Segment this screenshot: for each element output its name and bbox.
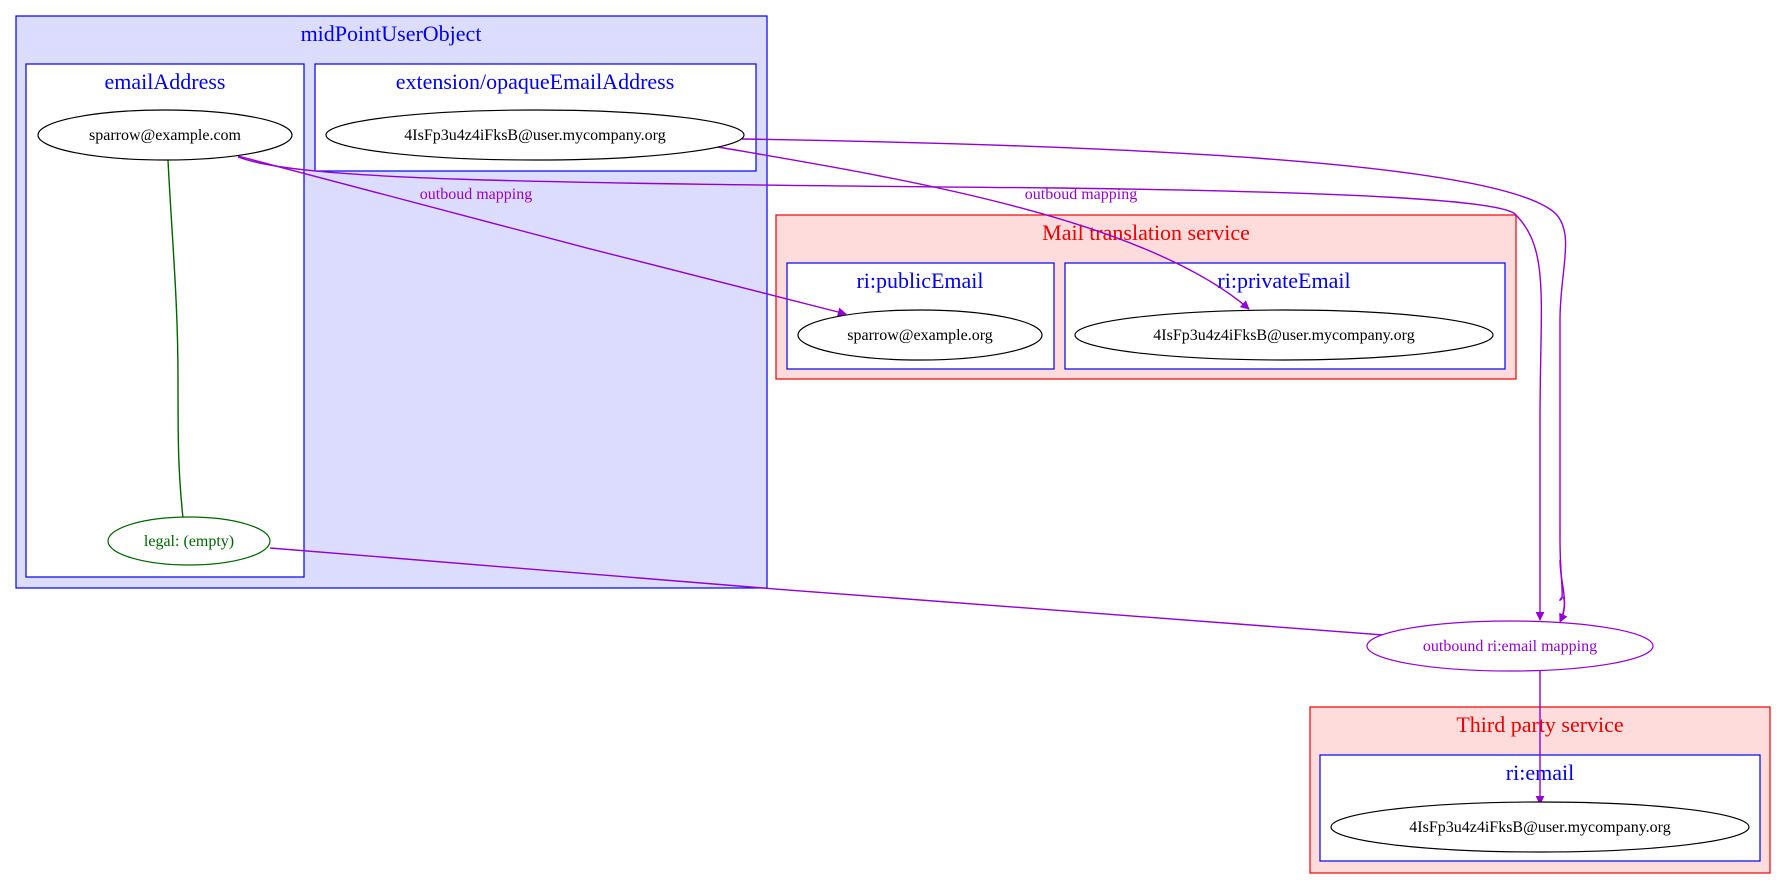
node-outbound-email-mapping: outbound ri:email mapping bbox=[1366, 620, 1654, 672]
node-label-private-email-value: 4IsFp3u4z4iFksB@user.mycompany.org bbox=[1153, 327, 1414, 344]
node-label-outbound-email-mapping: outbound ri:email mapping bbox=[1423, 638, 1597, 655]
node-label-third-party-email-value: 4IsFp3u4z4iFksB@user.mycompany.org bbox=[1409, 819, 1670, 836]
node-private-email-value: 4IsFp3u4z4iFksB@user.mycompany.org bbox=[1074, 309, 1494, 361]
node-label-sparrow-example-com: sparrow@example.com bbox=[89, 127, 242, 144]
edge-label-to-private-email: outboud mapping bbox=[1025, 186, 1137, 203]
edge-email-to-legal bbox=[167, 159, 184, 519]
edge-legal-to-outbound-mapping bbox=[269, 547, 1411, 641]
node-sparrow-example-com: sparrow@example.com bbox=[37, 109, 293, 161]
node-opaque-email-value: 4IsFp3u4z4iFksB@user.mycompany.org bbox=[325, 109, 745, 161]
cluster-title-opaque-email-address: extension/opaqueEmailAddress bbox=[396, 69, 675, 94]
edge-opaque-to-outbound-mapping bbox=[741, 138, 1567, 623]
cluster-title-email-address: emailAddress bbox=[105, 69, 226, 94]
cluster-title-private-email: ri:privateEmail bbox=[1217, 268, 1350, 293]
edge-opaque-to-outbound-mapping-head bbox=[1559, 559, 1568, 623]
node-label-sparrow-example-org: sparrow@example.org bbox=[847, 327, 993, 344]
cluster-title-midpoint-user-object: midPointUserObject bbox=[301, 21, 482, 46]
node-label-legal-empty: legal: (empty) bbox=[144, 533, 234, 550]
cluster-title-public-email: ri:publicEmail bbox=[856, 268, 983, 293]
node-third-party-email-value: 4IsFp3u4z4iFksB@user.mycompany.org bbox=[1330, 801, 1750, 853]
node-sparrow-example-org: sparrow@example.org bbox=[797, 309, 1043, 361]
edge-email-to-public-email bbox=[237, 155, 847, 317]
edge-email-to-outbound-mapping bbox=[237, 156, 1545, 621]
edge-label-to-public-email: outboud mapping bbox=[420, 186, 532, 203]
node-label-opaque-email-value: 4IsFp3u4z4iFksB@user.mycompany.org bbox=[404, 127, 665, 144]
edge-opaque-to-private-email bbox=[711, 145, 1250, 310]
node-legal-empty: legal: (empty) bbox=[107, 516, 271, 566]
